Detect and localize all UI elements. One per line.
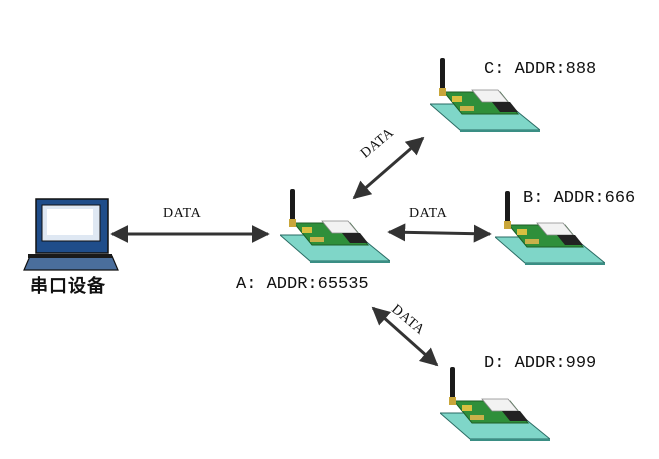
module-d-icon (440, 366, 550, 441)
serial-device-label: 串口设备 (30, 276, 106, 297)
computer-monitor-icon (23, 198, 119, 271)
link-a-to-c (352, 136, 425, 200)
link-a-to-d (371, 306, 439, 367)
link-a-to-b (387, 223, 492, 243)
module-d-label: D: ADDR:999 (484, 354, 597, 373)
module-a-icon (280, 188, 390, 263)
module-b-label: B: ADDR:666 (523, 189, 636, 208)
module-c-label: C: ADDR:888 (484, 60, 597, 79)
link-a-to-b-label: DATA (409, 206, 448, 221)
module-a-label: A: ADDR:65535 (236, 275, 369, 294)
link-serial-to-a-label: DATA (163, 206, 202, 221)
